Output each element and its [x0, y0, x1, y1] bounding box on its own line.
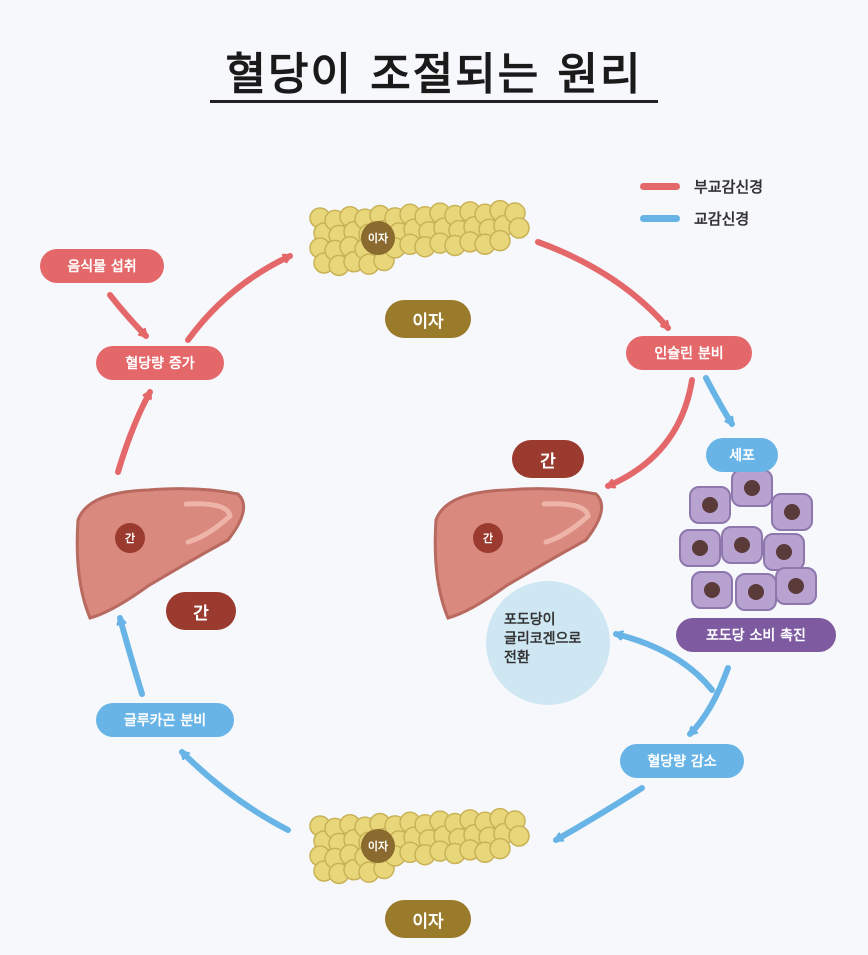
cell-nucleus: [702, 497, 718, 513]
conversion-line: 포도당이: [504, 612, 556, 628]
page-title: 혈당이 조절되는 원리: [225, 49, 643, 100]
liver-highlight: [541, 501, 591, 545]
cell-nucleus: [748, 584, 764, 600]
cell-nucleus: [788, 578, 804, 594]
arrow-pancreas-to-glucagon: [179, 749, 291, 833]
cell-node: 세포: [706, 438, 778, 472]
cells-illustration: [679, 469, 817, 611]
liver-highlight: [183, 501, 233, 545]
legend-label: 부교감신경: [694, 177, 764, 196]
cell-nucleus: [784, 504, 800, 520]
glucose-consumption-node: 포도당 소비 촉진: [676, 618, 836, 652]
arrow-glucagon-to-liver: [120, 615, 145, 697]
pancreas-bottom-illustration: 이자: [309, 807, 530, 885]
liver-top-label: 간: [512, 440, 584, 478]
pancreas-lobule: [489, 837, 511, 860]
glucose-to-glycogen-bubble: 포도당이 글리코겐으로 전환: [486, 581, 610, 705]
liver-badge: [115, 523, 145, 553]
food-intake-node: 음식물 섭취: [40, 249, 164, 283]
arrow-pancreas-to-insulin: [535, 239, 671, 331]
liver-body: [75, 487, 246, 620]
pancreas-lobule: [508, 217, 530, 239]
liver-badge-label: 간: [483, 531, 493, 545]
cell-nucleus: [704, 582, 720, 598]
pancreas-top-label: 이자: [385, 300, 471, 338]
legend-label: 교감신경: [694, 209, 750, 228]
cell-nucleus: [744, 480, 760, 496]
arrow-insulin-to-liver: [605, 377, 695, 489]
legend-item-parasympathetic: 부교감신경: [640, 170, 763, 202]
liver-badge: [473, 523, 503, 553]
conversion-line: 글리코겐으로: [504, 631, 582, 647]
pancreas-badge-label: 이자: [368, 839, 389, 853]
pancreas-bottom-label: 이자: [385, 900, 471, 938]
pancreas-badge: [361, 829, 395, 863]
arrow-glucose-to-bloodsugar-down: [687, 665, 731, 737]
liver-left-illustration: 간: [75, 487, 246, 620]
pancreas-lobule: [508, 825, 530, 847]
liver-badge-label: 간: [125, 531, 135, 545]
legend-item-sympathetic: 교감신경: [640, 202, 763, 234]
liver-right-illustration: 간: [433, 487, 604, 620]
liver-left-label: 간: [166, 592, 236, 630]
arrow-insulin-to-cell: [703, 375, 735, 427]
legend-swatch-blue: [640, 214, 680, 222]
legend: 부교감신경 교감신경: [640, 170, 763, 234]
blood-sugar-increase-node: 혈당량 증가: [96, 346, 224, 380]
cell-nucleus: [734, 537, 750, 553]
arrow-glucose-to-conversion: [613, 634, 715, 693]
insulin-secretion-node: 인슐린 분비: [626, 336, 752, 370]
glucagon-secretion-node: 글루카곤 분비: [96, 703, 234, 737]
title-underline: [210, 100, 658, 103]
pancreas-top-illustration: 이자: [309, 199, 530, 277]
cell-nucleus: [692, 540, 708, 556]
pancreas-badge-label: 이자: [368, 231, 389, 245]
arrow-food-to-bloodsugar: [107, 292, 149, 339]
arrow-bloodsugar-down-to-pancreas: [553, 785, 645, 843]
arrow-bloodsugar-to-pancreas: [185, 253, 293, 343]
liver-body: [433, 487, 604, 620]
blood-sugar-decrease-node: 혈당량 감소: [620, 744, 744, 778]
cell-nucleus: [776, 544, 792, 560]
pancreas-badge: [361, 221, 395, 255]
conversion-line: 전환: [504, 650, 530, 666]
pancreas-lobule: [489, 229, 511, 252]
arrow-liver-to-bloodsugar: [115, 389, 153, 475]
legend-swatch-red: [640, 182, 680, 190]
